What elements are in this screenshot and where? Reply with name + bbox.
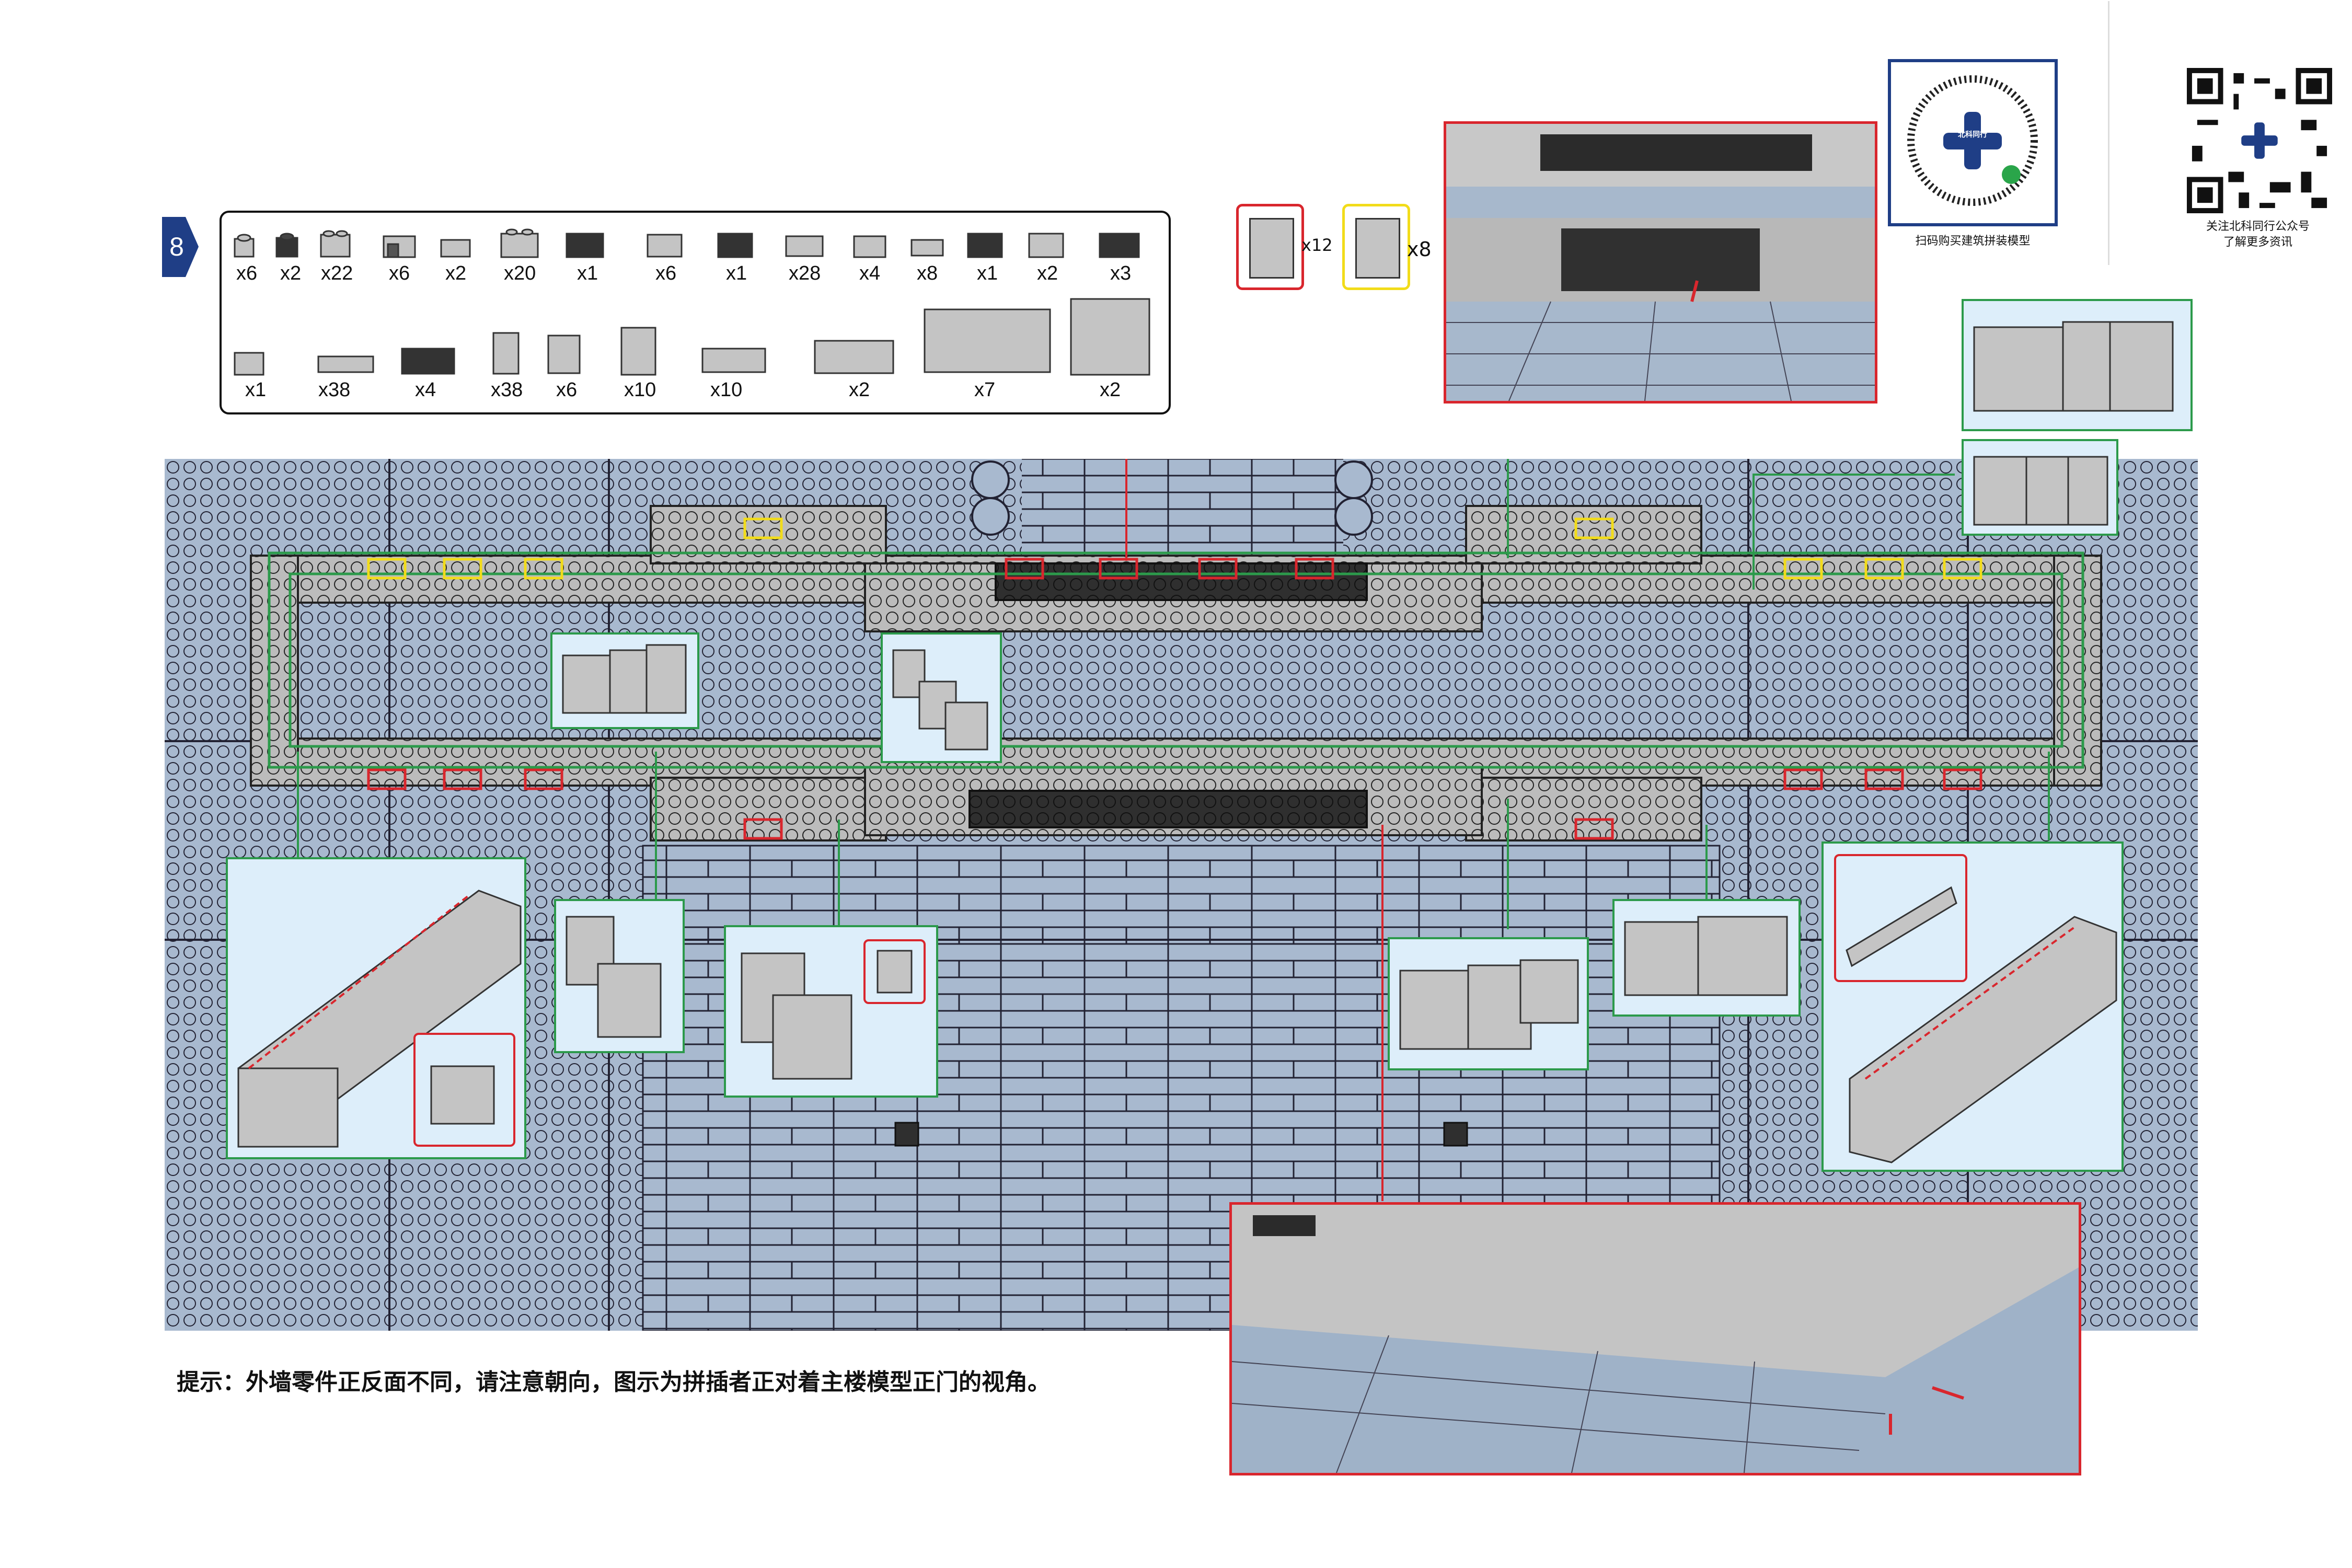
part-qty: x1 bbox=[577, 262, 598, 284]
callout-inset-red bbox=[413, 1033, 515, 1147]
qr-left-caption: 扫码购买建筑拼装模型 bbox=[1915, 235, 2031, 248]
part-qty: x22 bbox=[321, 262, 353, 284]
part-qty: x28 bbox=[789, 262, 821, 284]
callout-wall-assembly-right bbox=[1821, 841, 2124, 1172]
mini-program-qr[interactable]: 北科同行 bbox=[1888, 59, 2058, 226]
part-qty: x2 bbox=[445, 262, 467, 284]
part-qty: x4 bbox=[859, 262, 881, 284]
assembly-hint: 提示：外墙零件正反面不同，请注意朝向，图示为拼插者正对着主楼模型正门的视角。 bbox=[177, 1369, 1051, 1396]
parts-illustrations bbox=[234, 228, 1150, 376]
divider bbox=[2108, 1, 2109, 265]
qr-right-caption-1: 关注北科同行公众号 bbox=[2206, 220, 2310, 233]
part-qty: x20 bbox=[504, 262, 536, 284]
model-detail-photo-top bbox=[1444, 121, 1877, 403]
part-qty: x1 bbox=[977, 262, 998, 284]
part-qty: x38 bbox=[318, 379, 351, 401]
step-number: 8 bbox=[169, 232, 184, 261]
part-qty: x6 bbox=[389, 262, 410, 284]
parts-list-panel: x6 x2 x22 x6 x2 x20 x1 x6 x1 x28 x4 x8 x… bbox=[220, 211, 1171, 414]
extra-part-red-frame bbox=[1236, 204, 1304, 290]
part-qty: x2 bbox=[1100, 379, 1121, 401]
part-qty: x38 bbox=[491, 379, 523, 401]
wechat-qr[interactable] bbox=[2186, 68, 2333, 213]
part-qty: x2 bbox=[280, 262, 302, 284]
model-detail-photo-bottom bbox=[1229, 1202, 2081, 1475]
part-qty: x10 bbox=[710, 379, 743, 401]
step-number-badge: 8 bbox=[162, 217, 199, 277]
part-qty: x6 bbox=[556, 379, 578, 401]
qr-right-caption-2: 了解更多资讯 bbox=[2223, 236, 2292, 249]
part-qty: x1 bbox=[726, 262, 747, 284]
part-qty: x8 bbox=[917, 262, 938, 284]
part-qty: x3 bbox=[1110, 262, 1132, 284]
part-qty: x10 bbox=[624, 379, 656, 401]
callout-detail-8 bbox=[1962, 439, 2118, 536]
part-qty: x6 bbox=[236, 262, 258, 284]
part-qty: x6 bbox=[655, 262, 677, 284]
callout-detail-5 bbox=[1388, 937, 1589, 1070]
callout-detail-4 bbox=[724, 925, 938, 1098]
callout-detail-7 bbox=[1962, 299, 2193, 431]
extra-part-yellow-frame bbox=[1342, 204, 1410, 290]
extra-part-yellow-qty: x8 bbox=[1407, 238, 1432, 261]
callout-detail-6 bbox=[1612, 899, 1801, 1017]
callout-detail-2 bbox=[881, 632, 1002, 763]
part-qty: x1 bbox=[245, 379, 267, 401]
callout-wall-assembly-left bbox=[226, 857, 526, 1159]
callout-detail-1 bbox=[550, 632, 699, 729]
part-qty: x2 bbox=[849, 379, 870, 401]
part-qty: x2 bbox=[1037, 262, 1058, 284]
part-qty: x7 bbox=[974, 379, 996, 401]
extra-part-red-qty: x12 bbox=[1301, 235, 1333, 255]
part-qty: x4 bbox=[415, 379, 436, 401]
callout-inset-red bbox=[1834, 854, 1967, 982]
callout-detail-3 bbox=[554, 899, 685, 1053]
qr-logo-text: 北科同行 bbox=[1958, 131, 1987, 139]
